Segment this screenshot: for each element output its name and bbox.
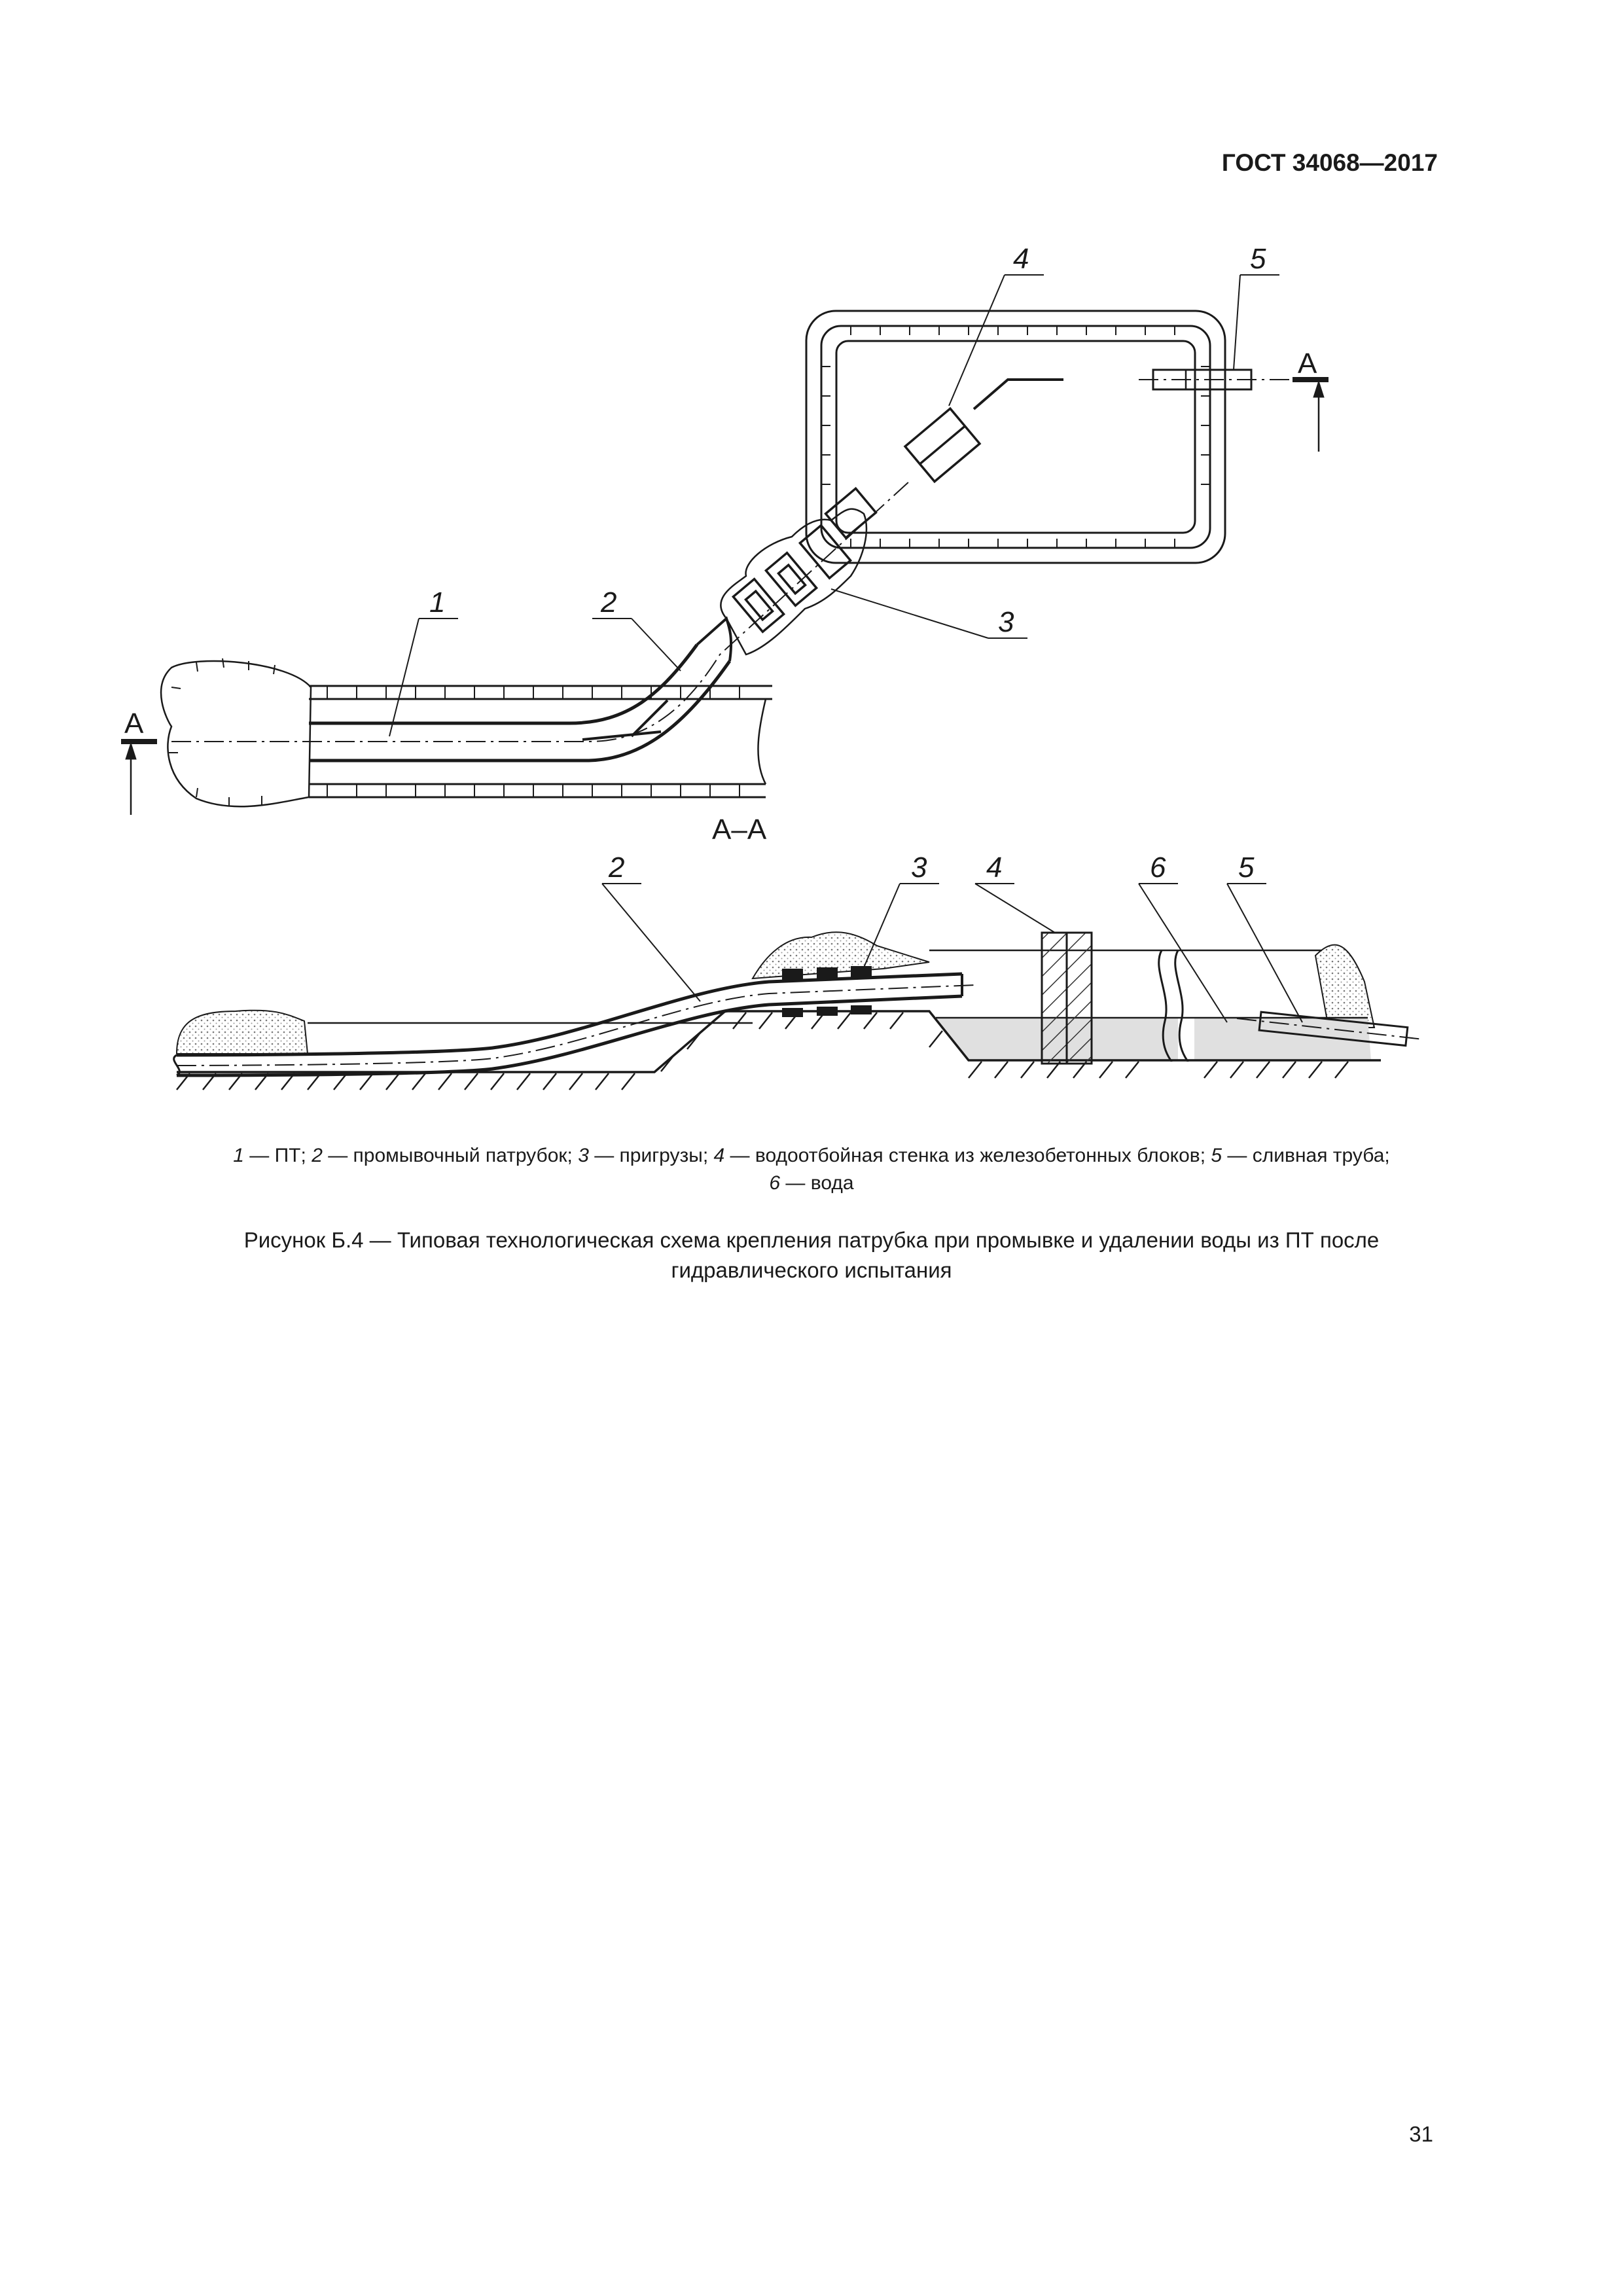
callout-section-4: 4	[986, 852, 1002, 884]
legend-text-1: — ПТ;	[243, 1145, 312, 1166]
section-mark-right	[1293, 377, 1329, 452]
plan-view	[121, 274, 1329, 815]
callout-plan-3: 3	[998, 606, 1014, 638]
section-title: А–А	[712, 814, 767, 846]
soil-mound-ticks	[169, 658, 276, 806]
callout-section-2: 2	[608, 852, 624, 884]
soil-pile-middle	[751, 931, 930, 980]
figure-legend: 1 — ПТ; 2 — промывочный патрубок; 3 — пр…	[124, 1142, 1499, 1197]
legend-text-5: — сливная труба;	[1222, 1145, 1390, 1166]
callout-plan-2: 2	[600, 586, 616, 619]
soil-mound-left	[160, 660, 312, 808]
legend-num-4: 4	[713, 1145, 725, 1166]
pipeline	[309, 643, 699, 725]
legend-num-3: 3	[578, 1145, 589, 1166]
legend-num-1: 1	[233, 1145, 244, 1166]
callout-plan-4: 4	[1013, 243, 1029, 275]
trench-hatch-bottom	[327, 784, 740, 797]
callout-section-5: 5	[1238, 852, 1255, 884]
section-mark-left-label: А	[124, 708, 144, 740]
section-leaders	[601, 883, 1303, 1023]
legend-num-2: 2	[312, 1145, 323, 1166]
technical-drawing: 4 5 1 2 3 А А А–А	[121, 243, 1424, 1090]
callout-plan-1: 1	[429, 586, 445, 619]
plan-leaders	[389, 274, 1279, 737]
section-view	[173, 883, 1424, 1090]
pit-ticks	[821, 326, 1210, 548]
legend-text-2: — промывочный патрубок;	[322, 1145, 579, 1166]
callout-section-3: 3	[911, 852, 927, 884]
water-barrier-section	[1041, 931, 1093, 1065]
soil-mound-weights	[720, 508, 868, 656]
callout-plan-5: 5	[1250, 243, 1266, 275]
caption-line-1: Рисунок Б.4 — Типовая технологическая сх…	[243, 1228, 1380, 1252]
legend-num-5: 5	[1211, 1145, 1222, 1166]
legend-text-4: — водоотбойная стенка из железобетонных …	[724, 1145, 1211, 1166]
legend-text-3: — пригрузы;	[588, 1145, 714, 1166]
washing-nozzle	[696, 616, 733, 662]
drain-pipe-plan	[1152, 368, 1253, 391]
page-header: ГОСТ 34068—2017	[1221, 149, 1438, 176]
water-barrier-plan	[903, 406, 982, 484]
page-number: 31	[1409, 2122, 1433, 2146]
drain-pipe-section	[1258, 1011, 1409, 1047]
pit-outer	[805, 310, 1226, 564]
break-line	[1158, 950, 1173, 1062]
legend-text-6: — вода	[780, 1172, 854, 1194]
pipe-section	[176, 972, 963, 1057]
trench-hatch-top	[327, 686, 740, 699]
callout-section-6: 6	[1150, 852, 1166, 884]
section-mark-right-label: А	[1298, 348, 1317, 380]
caption-line-2: гидравлического испытания	[671, 1258, 952, 1282]
section-mark-left	[121, 739, 157, 815]
weights	[731, 524, 853, 634]
legend-num-6: 6	[769, 1172, 781, 1194]
soil-pile-left	[175, 1009, 309, 1054]
soil-pile-right	[1314, 944, 1376, 1028]
figure-caption: Рисунок Б.4 — Типовая технологическая сх…	[118, 1225, 1505, 1285]
weights-section	[782, 966, 872, 1017]
